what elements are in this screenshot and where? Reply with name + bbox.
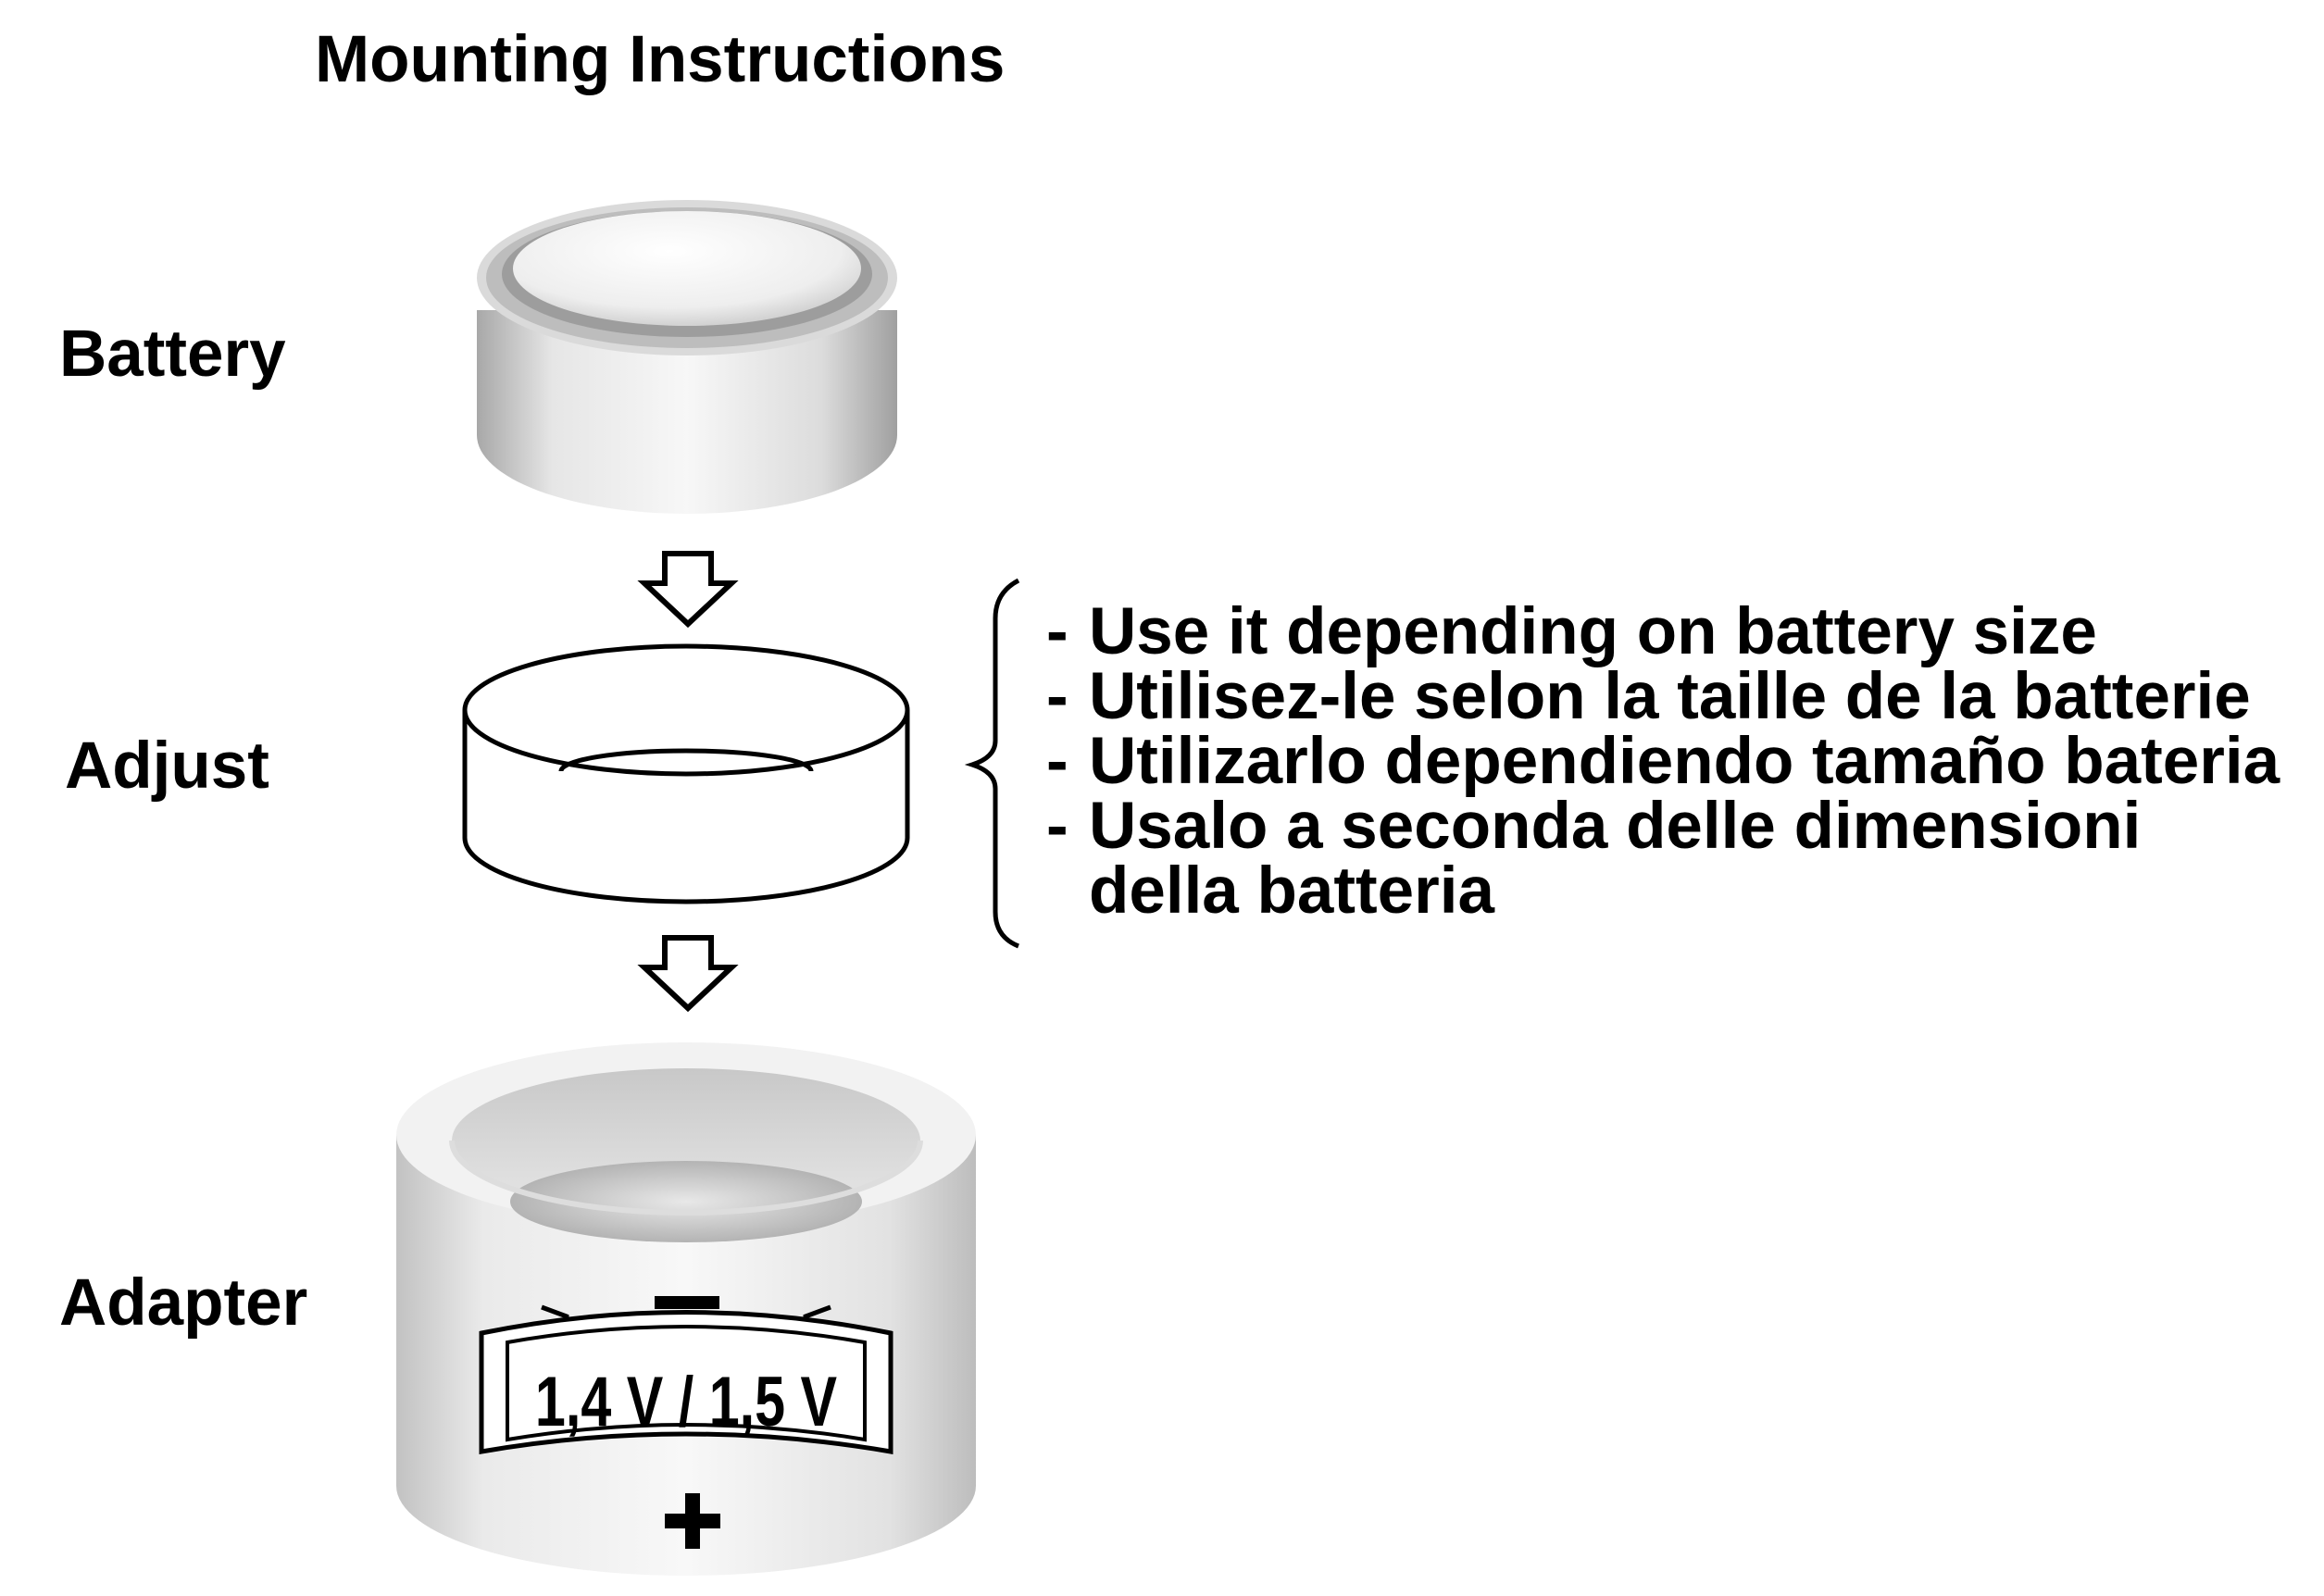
- note-line: -Usalo a seconda delle dimensioni: [1046, 790, 2142, 863]
- arrow-down-icon: [637, 551, 739, 629]
- minus-icon: [655, 1296, 719, 1309]
- adjust-ring-icon: [462, 643, 910, 904]
- note-line: -Use it depending on battery size: [1046, 595, 2097, 668]
- usage-notes: -Use it depending on battery size -Utili…: [1046, 595, 2280, 928]
- plus-icon: [665, 1493, 720, 1549]
- voltage-label: 1,4 V / 1,5 V: [535, 1363, 837, 1441]
- page-title: Mounting Instructions: [315, 23, 1006, 96]
- note-line: -Utilizarlo dependiendo tamaño bateria: [1046, 725, 2280, 798]
- note-line: -Utilisez-le selon la taille de la batte…: [1046, 660, 2251, 733]
- note-continuation: della batteria: [1089, 854, 1494, 928]
- adjust-label: Adjust: [65, 729, 269, 803]
- adapter-label: Adapter: [59, 1266, 308, 1340]
- brace-icon: [964, 578, 1020, 949]
- adapter-icon: 1,4 V / 1,5 V: [396, 1042, 976, 1576]
- arrow-down-icon: [637, 935, 739, 1013]
- battery-label: Battery: [59, 318, 286, 391]
- battery-icon: [477, 200, 897, 514]
